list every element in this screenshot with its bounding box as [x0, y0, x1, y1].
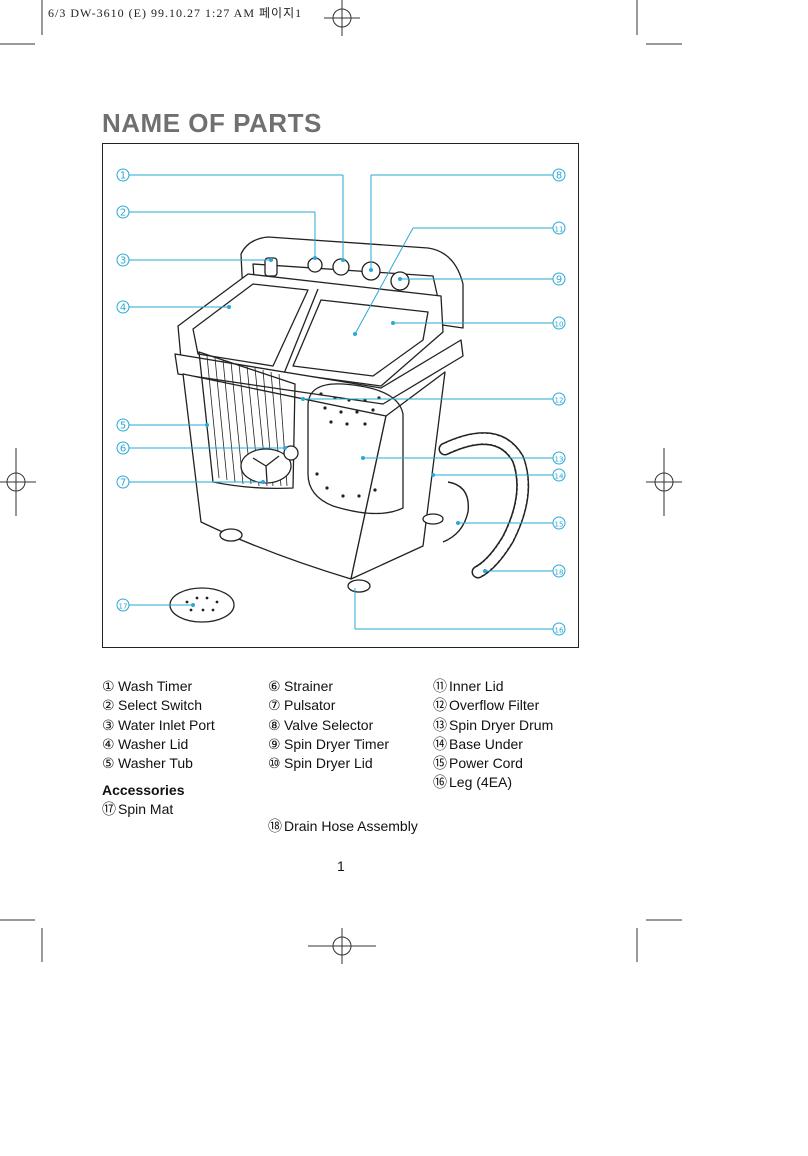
callout-5: 5 [120, 421, 126, 432]
callout-16: 16 [555, 627, 564, 635]
callout-8: 8 [556, 171, 562, 182]
registration-mark-top [324, 0, 360, 36]
print-slug: 6/3 DW-3610 (E) 99.10.27 1:27 AM 페이지1 [48, 6, 303, 20]
callout-18: 18 [555, 569, 564, 577]
callout-14: 14 [555, 473, 564, 481]
washer-diagram: 1 2 3 4 5 6 7 8 9 10 11 12 13 14 15 16 1… [102, 143, 579, 648]
callout-15: 15 [555, 521, 564, 529]
callout-17: 17 [119, 603, 128, 611]
page-title: NAME OF PARTS [102, 108, 322, 138]
callout-1: 1 [120, 171, 126, 182]
callout-13: 13 [555, 456, 564, 464]
washer-illustration: 1 2 3 4 5 6 7 8 9 10 11 12 13 14 15 16 1… [116, 168, 566, 636]
registration-mark-right [646, 448, 682, 516]
callout-2: 2 [120, 208, 126, 219]
callout-3: 3 [120, 256, 126, 267]
callout-9: 9 [556, 275, 562, 286]
registration-mark-bottom [308, 928, 376, 964]
accessories-heading: Accessories [102, 782, 185, 799]
callout-12: 12 [555, 397, 564, 405]
callout-4: 4 [120, 303, 126, 314]
callout-6: 6 [120, 444, 126, 455]
callout-11: 11 [555, 226, 564, 234]
page-number: 1 [337, 858, 345, 874]
callout-7: 7 [120, 478, 126, 489]
callout-10: 10 [555, 321, 564, 329]
registration-mark-left [0, 448, 36, 516]
